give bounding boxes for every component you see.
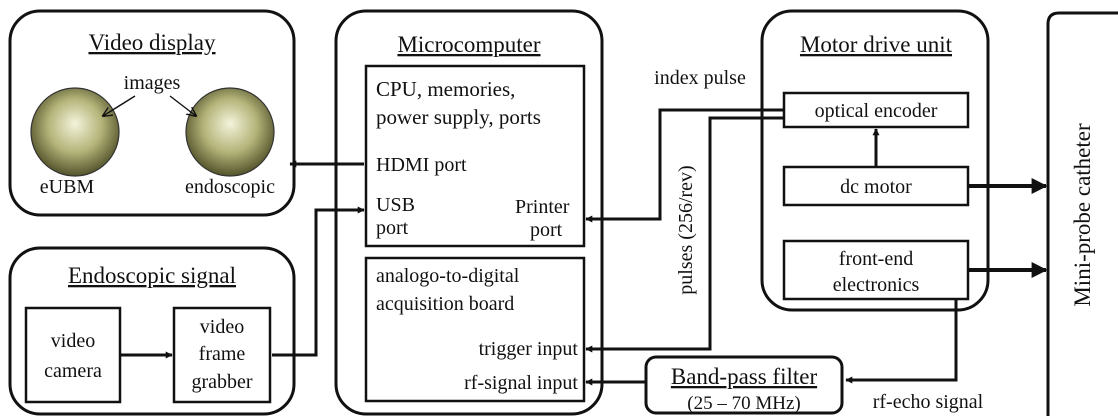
video-camera-line1: video — [51, 330, 95, 352]
video-camera-line2: camera — [44, 360, 102, 382]
frame-grabber-line3: grabber — [191, 371, 252, 393]
frame-grabber-box — [172, 306, 272, 404]
front-end-line2: electronics — [833, 274, 920, 296]
motor-drive-title: Motor drive unit — [800, 32, 953, 57]
endoscopic-signal-title: Endoscopic signal — [68, 263, 236, 288]
cpu-line2: power supply, ports — [376, 105, 541, 129]
filter-title: Band-pass filter — [671, 364, 818, 389]
rf-signal-input-label: rf-signal input — [464, 372, 578, 394]
adc-line2: acquisition board — [376, 293, 514, 315]
endoscopic-label: endoscopic — [185, 176, 275, 198]
band-pass-filter-panel: Band-pass filter (25 – 70 MHz) — [644, 355, 844, 415]
trigger-input-label: trigger input — [479, 338, 579, 360]
pulses-arrow — [585, 116, 784, 353]
filter-range: (25 – 70 MHz) — [687, 393, 800, 414]
grabber-to-usb-arrow — [272, 206, 365, 357]
images-arrow-right — [169, 95, 196, 116]
rf-echo-label: rf-echo signal — [873, 391, 984, 413]
hdmi-port-label: HDMI port — [376, 154, 467, 176]
eubm-label: eUBM — [40, 176, 95, 198]
printer-port-line1: Printer — [515, 196, 570, 218]
images-label: images — [124, 72, 181, 94]
index-pulse-arrow — [585, 108, 784, 223]
video-display-title: Video display — [88, 30, 216, 55]
front-end-line1: front-end — [839, 248, 913, 270]
microcomputer-title: Microcomputer — [397, 32, 540, 57]
images-arrow-left — [103, 95, 136, 116]
catheter-panel: Mini-probe catheter — [1046, 11, 1118, 416]
pulses-label: pulses (256/rev) — [675, 165, 697, 294]
video-display-panel: Video display images eUBM endoscopic — [8, 9, 296, 217]
adc-board-box — [364, 256, 586, 403]
microcomputer-panel: Microcomputer CPU, memories, power suppl… — [334, 9, 604, 416]
adc-line1: analogo-to-digital — [376, 265, 520, 287]
endoscopic-signal-panel: Endoscopic signal video camera video fra… — [8, 246, 296, 416]
usb-port-line1: USB — [376, 194, 415, 216]
eubm-image — [30, 87, 120, 177]
motor-drive-panel: Motor drive unit optical encoder dc moto… — [760, 9, 990, 312]
video-camera-box — [24, 306, 122, 404]
rf-echo-arrow — [845, 299, 958, 384]
frame-grabber-line2: frame — [199, 343, 246, 365]
cpu-box — [364, 64, 586, 248]
printer-port-line2: port — [530, 219, 563, 241]
catheter-label: Mini-probe catheter — [1070, 123, 1095, 307]
index-pulse-label: index pulse — [654, 67, 746, 89]
endoscopic-image — [185, 87, 275, 177]
usb-port-line2: port — [376, 217, 409, 239]
dc-motor-label: dc motor — [840, 176, 912, 198]
frame-grabber-line1: video — [200, 316, 244, 338]
connections — [272, 108, 1048, 386]
optical-encoder-label: optical encoder — [815, 100, 938, 122]
cpu-line1: CPU, memories, — [376, 77, 515, 101]
